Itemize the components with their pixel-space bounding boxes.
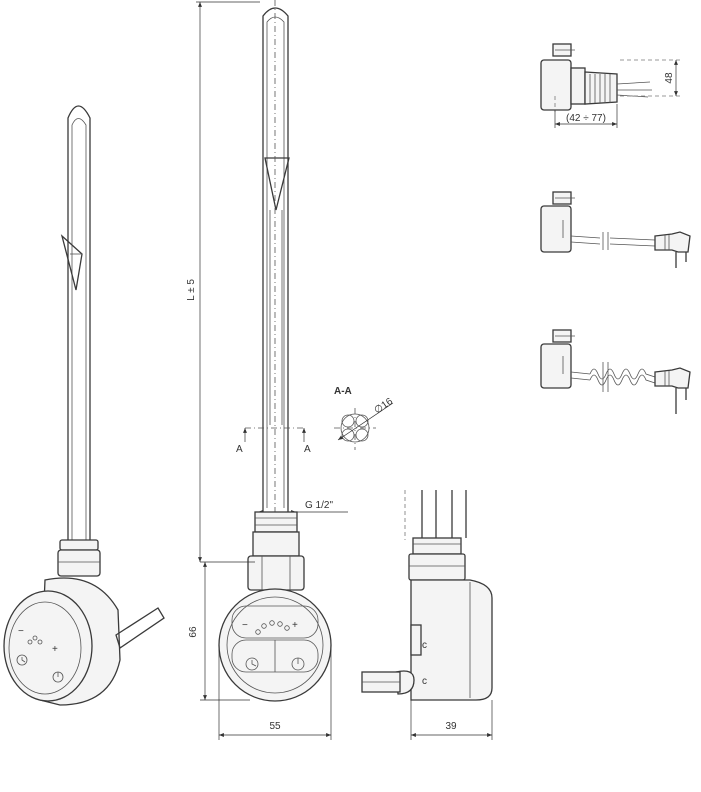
power-icon: [52, 671, 64, 683]
diameter-label: ∅16: [372, 396, 395, 417]
head-width-label: 55: [269, 721, 281, 732]
variant-height-label: 48: [664, 72, 675, 84]
nut-front: [247, 511, 305, 591]
section-mark-left: A: [236, 444, 243, 455]
svg-text:c: c: [422, 640, 427, 651]
length-dimension: L ± 5: [186, 1, 260, 562]
variant-plug-straight: [540, 191, 691, 268]
nut-perspective: [57, 539, 101, 577]
heating-rod-front: [262, 0, 290, 560]
length-label: L ± 5: [186, 279, 197, 301]
variant-plug-spiral: [540, 329, 691, 414]
head-width-dimension: 55: [218, 645, 332, 740]
control-head-side: c c: [361, 579, 493, 701]
svg-text:c: c: [422, 676, 427, 687]
rod-side: [404, 490, 467, 540]
plug-icon: [654, 367, 691, 414]
section-cut-indicator: A A: [236, 427, 311, 455]
head-height-label: 66: [188, 626, 199, 638]
nut-side: [408, 537, 466, 581]
front-view: L ± 5 A A G 1/2": [186, 0, 348, 740]
section-title: A-A: [334, 386, 352, 397]
thread-label: G 1/2": [305, 500, 333, 511]
head-depth-label: 39: [445, 721, 457, 732]
power-icon: [291, 657, 305, 671]
section-mark-right: A: [304, 444, 311, 455]
plus-icon: +: [52, 644, 58, 655]
variant-wired: 48 (42 ÷ 77): [540, 43, 680, 128]
section-aa-detail: A-A ∅16: [334, 386, 395, 450]
variant-length-label: (42 ÷ 77): [566, 113, 606, 124]
minus-icon: −: [18, 626, 24, 637]
perspective-view: − +: [3, 105, 165, 706]
head-height-dimension: 66: [188, 561, 255, 701]
clock-icon: [16, 654, 28, 666]
head-depth-dimension: 39: [410, 700, 493, 740]
side-view: c c 39: [361, 490, 493, 740]
control-head-perspective: − +: [3, 577, 165, 706]
clock-icon: [245, 657, 259, 671]
minus-button: −: [242, 620, 248, 631]
control-head-front: − +: [218, 588, 332, 702]
plug-icon: [654, 231, 691, 268]
plus-button: +: [292, 620, 298, 631]
thread-dimension: G 1/2": [258, 500, 348, 514]
heating-rod-perspective: [60, 105, 91, 555]
